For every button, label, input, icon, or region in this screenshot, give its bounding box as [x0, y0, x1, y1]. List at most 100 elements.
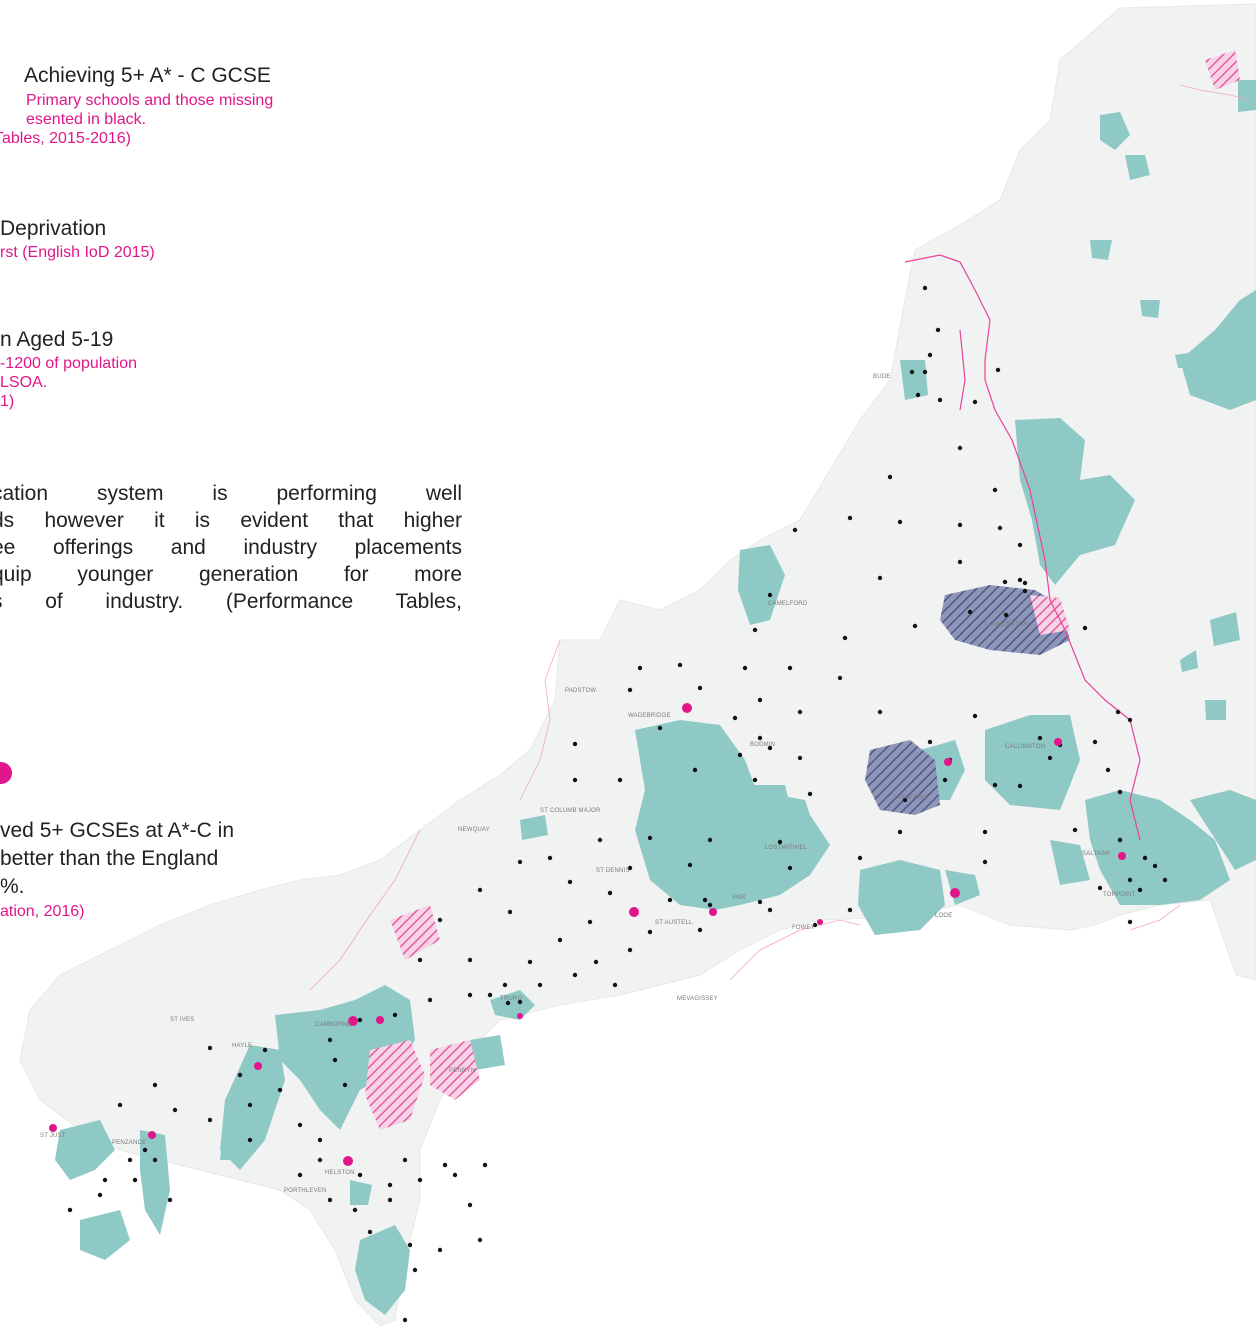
school-dot: [572, 777, 578, 783]
school-dot: [757, 899, 763, 905]
school-dot: [617, 777, 623, 783]
school-dot: [607, 890, 613, 896]
school-dot: [387, 1182, 393, 1188]
school-dot: [1092, 739, 1098, 745]
school-dot: [777, 839, 783, 845]
place-hayle: HAYLE: [232, 1043, 253, 1049]
school-dot: [767, 745, 773, 751]
school-dot: [207, 1117, 213, 1123]
school-dot: [1082, 625, 1088, 631]
paragraph-line-1: cation system is performing well: [0, 482, 462, 505]
school-dot: [317, 1157, 323, 1163]
school-dot: [132, 1177, 138, 1183]
school-dot: [505, 1000, 511, 1006]
school-dot: [857, 855, 863, 861]
legend-gcse-line2: esented in black.: [26, 111, 147, 128]
school-dot: [902, 797, 908, 803]
school-dot: [387, 1197, 393, 1203]
school-dots: [67, 285, 1168, 1323]
school-dot: [787, 665, 793, 671]
school-dot: [887, 474, 893, 480]
school-dot: [517, 859, 523, 865]
school-dot: [477, 887, 483, 893]
legend-population-line1: -1200 of population: [0, 355, 137, 372]
school-dot: [637, 665, 643, 671]
school-dot: [937, 397, 943, 403]
school-dot: [767, 907, 773, 913]
school-dot: [927, 739, 933, 745]
school-dot: [117, 1102, 123, 1108]
school-dot: [812, 922, 818, 928]
place-stcolumb: ST COLUMB MAJOR: [540, 808, 601, 814]
school-dot: [942, 777, 948, 783]
school-dot: [1022, 588, 1028, 594]
school-dot: [667, 897, 673, 903]
school-dot: [1022, 580, 1028, 586]
school-dot: [527, 959, 533, 965]
school-dot: [412, 1267, 418, 1273]
legend-gcse-line1: Primary schools and those missing: [26, 92, 274, 109]
school-dot: [482, 1162, 488, 1168]
gcse-stat-line2: better than the England: [0, 847, 219, 870]
school-dot: [757, 697, 763, 703]
school-dot: [702, 897, 708, 903]
school-dot: [627, 865, 633, 871]
school-dot: [417, 1177, 423, 1183]
school-dot: [1097, 885, 1103, 891]
school-dot: [1072, 827, 1078, 833]
school-dot: [1105, 767, 1111, 773]
school-dot: [142, 1147, 148, 1153]
school-dot: [1003, 612, 1009, 618]
school-dot: [915, 392, 921, 398]
legend-gcse-title: Achieving 5+ A* - C GCSE: [24, 64, 271, 87]
school-dot: [837, 675, 843, 681]
school-dot: [587, 919, 593, 925]
school-dot: [697, 927, 703, 933]
school-dot: [707, 837, 713, 843]
school-dot: [757, 735, 763, 741]
place-saltash: SALTASH: [1082, 851, 1110, 857]
school-dot: [792, 527, 798, 533]
school-dot: [847, 907, 853, 913]
school-dot: [152, 1082, 158, 1088]
school-dot: [972, 399, 978, 405]
paragraph-line-3: ee offerings and industry placements: [0, 536, 462, 559]
school-dot: [1017, 542, 1023, 548]
school-dot: [657, 725, 663, 731]
school-dot: [1137, 887, 1143, 893]
school-dot: [787, 865, 793, 871]
school-dot: [477, 1237, 483, 1243]
school-dot: [997, 525, 1003, 531]
place-camborne: CAMBORNE: [315, 1022, 352, 1028]
place-looe: LOOE: [935, 913, 953, 919]
school-dot: [677, 662, 683, 668]
school-dot: [972, 713, 978, 719]
place-torpoint: TORPOINT: [1103, 892, 1136, 898]
school-dot: [807, 791, 813, 797]
school-dot: [437, 1247, 443, 1253]
school-dot: [627, 687, 633, 693]
school-dot: [1017, 577, 1023, 583]
school-dot: [922, 285, 928, 291]
school-dot: [297, 1122, 303, 1128]
gcse-stat-line3: %.: [0, 875, 25, 898]
legend-deprivation-title: Deprivation: [0, 217, 107, 240]
place-stives: ST IVES: [170, 1017, 195, 1023]
school-dot: [995, 367, 1001, 373]
school-dot: [982, 829, 988, 835]
school-dot: [452, 1172, 458, 1178]
school-dot: [647, 929, 653, 935]
school-dot: [612, 982, 618, 988]
place-helston: HELSTON: [325, 1170, 355, 1176]
school-dot: [297, 1172, 303, 1178]
school-dot: [1037, 735, 1043, 741]
place-stjust: ST JUST: [40, 1133, 66, 1139]
school-dot: [797, 755, 803, 761]
school-dot: [767, 592, 773, 598]
school-dot: [507, 909, 513, 915]
school-dot: [517, 999, 523, 1005]
school-dot: [357, 1017, 363, 1023]
school-dot: [1127, 877, 1133, 883]
school-dot: [537, 982, 543, 988]
school-dot: [647, 835, 653, 841]
